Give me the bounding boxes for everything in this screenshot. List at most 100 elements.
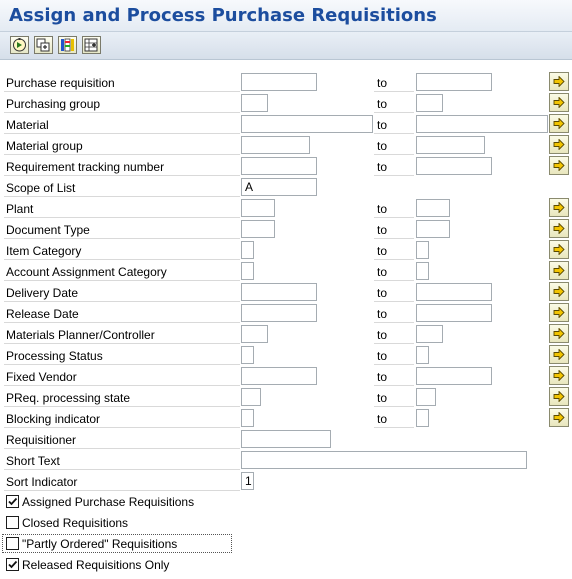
multiple-selection-button[interactable] bbox=[549, 366, 569, 385]
to-input[interactable] bbox=[416, 283, 492, 301]
from-input[interactable] bbox=[241, 367, 317, 385]
from-input[interactable] bbox=[241, 262, 254, 280]
selection-row: Requirement tracking number to bbox=[0, 156, 572, 177]
multiple-selection-button[interactable] bbox=[549, 408, 569, 427]
checkbox-row[interactable]: Closed Requisitions bbox=[0, 513, 300, 534]
to-input[interactable] bbox=[416, 388, 436, 406]
from-input[interactable] bbox=[241, 388, 261, 406]
title-bar: Assign and Process Purchase Requisitions bbox=[0, 0, 572, 32]
to-input[interactable] bbox=[416, 241, 429, 259]
checkbox-row[interactable]: Released Requisitions Only bbox=[0, 555, 300, 576]
multiple-selection-button[interactable] bbox=[549, 387, 569, 406]
multiple-selection-button[interactable] bbox=[549, 72, 569, 91]
field-label: Sort Indicator bbox=[6, 475, 78, 489]
field-label: Plant bbox=[6, 202, 34, 216]
to-input[interactable] bbox=[416, 94, 443, 112]
from-input[interactable] bbox=[241, 157, 317, 175]
from-input[interactable] bbox=[241, 220, 275, 238]
from-input[interactable] bbox=[241, 283, 317, 301]
field-label: Requisitioner bbox=[6, 433, 77, 447]
from-input[interactable] bbox=[241, 346, 254, 364]
checkbox[interactable] bbox=[6, 558, 19, 571]
to-label: to bbox=[377, 76, 388, 90]
field-label: Materials Planner/Controller bbox=[6, 328, 155, 342]
to-label: to bbox=[377, 160, 388, 174]
to-label: to bbox=[377, 202, 388, 216]
to-label: to bbox=[377, 286, 388, 300]
to-input[interactable] bbox=[416, 136, 485, 154]
multiple-selection-button[interactable] bbox=[549, 198, 569, 217]
to-input[interactable] bbox=[416, 115, 548, 133]
focus-outline bbox=[2, 534, 232, 553]
execute-button[interactable] bbox=[10, 36, 29, 54]
to-input[interactable] bbox=[416, 220, 450, 238]
to-underline bbox=[374, 343, 414, 344]
from-input[interactable] bbox=[241, 136, 310, 154]
to-input[interactable] bbox=[416, 409, 429, 427]
checkbox[interactable] bbox=[6, 495, 19, 508]
checkbox[interactable] bbox=[6, 516, 19, 529]
label-underline bbox=[4, 469, 240, 470]
checkbox[interactable] bbox=[6, 537, 19, 550]
to-label: to bbox=[377, 370, 388, 384]
from-input[interactable] bbox=[241, 73, 317, 91]
multiple-selection-button[interactable] bbox=[549, 282, 569, 301]
multiple-selection-button[interactable] bbox=[549, 261, 569, 280]
from-input[interactable] bbox=[241, 199, 275, 217]
from-input[interactable] bbox=[241, 115, 373, 133]
from-input[interactable] bbox=[241, 325, 268, 343]
label-underline bbox=[4, 448, 240, 449]
to-underline bbox=[374, 133, 414, 134]
from-input[interactable] bbox=[241, 94, 268, 112]
multiple-selection-button[interactable] bbox=[549, 135, 569, 154]
field-label: Scope of List bbox=[6, 181, 76, 195]
from-input[interactable] bbox=[241, 409, 254, 427]
multiple-selection-button[interactable] bbox=[549, 303, 569, 322]
from-input[interactable] bbox=[241, 430, 331, 448]
multiple-selection-button[interactable] bbox=[549, 156, 569, 175]
to-underline bbox=[374, 112, 414, 113]
to-label: to bbox=[377, 328, 388, 342]
to-underline bbox=[374, 385, 414, 386]
from-input[interactable] bbox=[241, 451, 527, 469]
label-underline bbox=[4, 259, 240, 260]
to-input[interactable] bbox=[416, 367, 492, 385]
to-input[interactable] bbox=[416, 199, 450, 217]
to-underline bbox=[374, 91, 414, 92]
selection-row: Sort Indicator 1 bbox=[0, 471, 572, 492]
multiple-selection-button[interactable] bbox=[549, 240, 569, 259]
dynamic-selections-button[interactable] bbox=[58, 36, 77, 54]
multiple-selection-button[interactable] bbox=[549, 324, 569, 343]
to-input[interactable] bbox=[416, 262, 429, 280]
to-underline bbox=[374, 427, 414, 428]
checkbox-label: Released Requisitions Only bbox=[22, 558, 170, 572]
to-underline bbox=[374, 154, 414, 155]
from-input[interactable]: 1 bbox=[241, 472, 254, 490]
get-variant-button[interactable] bbox=[34, 36, 53, 54]
from-input[interactable] bbox=[241, 304, 317, 322]
to-label: to bbox=[377, 223, 388, 237]
to-input[interactable] bbox=[416, 157, 492, 175]
selection-row: Plant to bbox=[0, 198, 572, 219]
to-input[interactable] bbox=[416, 325, 443, 343]
to-input[interactable] bbox=[416, 304, 492, 322]
from-input[interactable] bbox=[241, 241, 254, 259]
label-underline bbox=[4, 196, 240, 197]
selection-row: Materials Planner/Controller to bbox=[0, 324, 572, 345]
to-input[interactable] bbox=[416, 346, 429, 364]
multiple-selection-button[interactable] bbox=[549, 345, 569, 364]
to-input[interactable] bbox=[416, 73, 492, 91]
field-label: Requirement tracking number bbox=[6, 160, 165, 174]
multiple-selection-button[interactable] bbox=[549, 114, 569, 133]
checkbox-row[interactable]: Assigned Purchase Requisitions bbox=[0, 492, 300, 513]
checkbox-row[interactable]: "Partly Ordered" Requisitions bbox=[0, 534, 300, 555]
multiple-selection-button[interactable] bbox=[549, 93, 569, 112]
multiple-selection-button[interactable] bbox=[549, 219, 569, 238]
from-input[interactable]: A bbox=[241, 178, 317, 196]
label-underline bbox=[4, 406, 240, 407]
label-underline bbox=[4, 301, 240, 302]
label-underline bbox=[4, 343, 240, 344]
field-label: Short Text bbox=[6, 454, 60, 468]
selection-options-button[interactable] bbox=[82, 36, 101, 54]
